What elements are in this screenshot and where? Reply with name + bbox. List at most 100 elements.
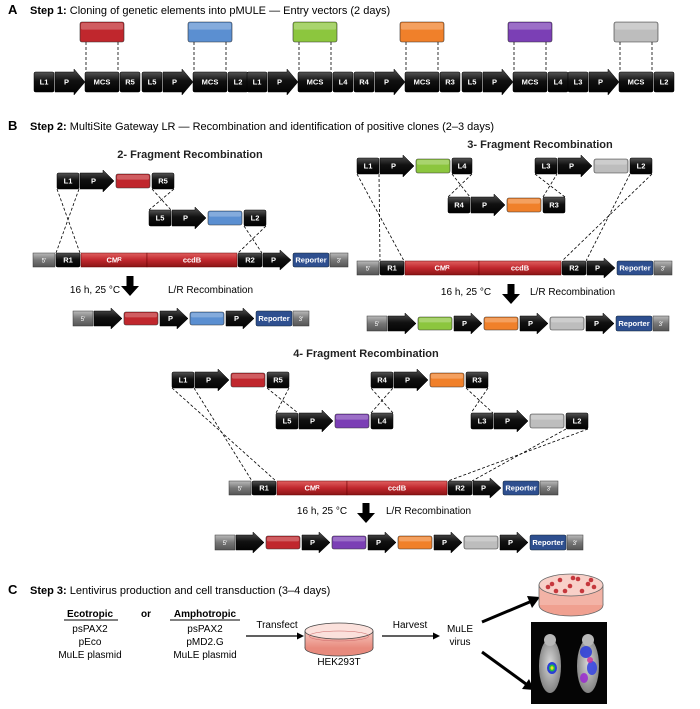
four-e3-1-arrow xyxy=(393,368,429,392)
two-product-0-label: 5′ xyxy=(81,317,86,323)
two-dest-1-label: R1 xyxy=(63,256,73,265)
panel-b-title: Step 2: MultiSite Gateway LR — Recombina… xyxy=(30,121,494,133)
three-dest-2-cassette-label: CMᴿ xyxy=(434,264,450,273)
three-product-6-gene xyxy=(549,316,585,331)
three-product-8-reporter xyxy=(615,315,653,332)
two-recomb: L/R Recombination xyxy=(168,285,253,296)
four-x1b xyxy=(193,387,253,482)
two-product-4-gene-shine xyxy=(191,313,223,318)
four-dest-1-block xyxy=(251,480,277,496)
four-e2-3-block xyxy=(370,412,394,430)
two-product-0-block xyxy=(72,310,94,327)
three-dest-1-block xyxy=(379,260,405,276)
entry-vector-4-3-block xyxy=(439,71,461,93)
four-dest-4-label: R2 xyxy=(455,484,465,493)
four-product-10-reporter-label: Reporter xyxy=(532,538,563,547)
two-product-6-reporter xyxy=(255,310,293,327)
two-product-5-arrow xyxy=(225,307,255,330)
four-e2-0-block xyxy=(275,412,299,430)
four-condition: 16 h, 25 °C xyxy=(297,506,347,517)
four-e3-2-gene-shine xyxy=(431,374,463,379)
three-e1-3-label: L4 xyxy=(458,162,468,171)
three-product-7-arrow xyxy=(585,312,615,335)
two-e1-3-block xyxy=(151,172,175,190)
transduced-cell-9 xyxy=(570,575,576,581)
two-e2-1-label: P xyxy=(183,214,188,223)
four-e4-0-block xyxy=(470,412,494,430)
four-dest-0-label: 5′ xyxy=(238,486,243,492)
four-dest-1-label: R1 xyxy=(259,484,269,493)
entry-vector-4-insert-shine xyxy=(401,23,443,30)
four-dest-6-reporter xyxy=(502,480,540,496)
harvest-arrowhead xyxy=(433,632,440,640)
panel-a: A Step 1: Cloning of genetic elements in… xyxy=(8,2,675,96)
four-e3-0-label: R4 xyxy=(377,376,387,385)
four-e1-2-gene-shine xyxy=(232,374,264,379)
four-e3-3-label: R3 xyxy=(472,376,482,385)
four-e4-1-arrow xyxy=(493,409,529,433)
three-dest-4-block xyxy=(561,260,587,276)
four-down-arrow-head xyxy=(357,513,375,523)
entry-vector-3-0-block xyxy=(246,71,268,93)
entry-vector-5-insert-shine xyxy=(509,23,551,30)
two-e1-1-label: P xyxy=(91,177,96,186)
three-dest-5-arrow xyxy=(586,257,616,279)
two-dest-7-label: 3′ xyxy=(337,258,342,264)
two-product-4-gene xyxy=(189,311,225,326)
eco-item-2: pEco xyxy=(79,637,102,648)
two-e1-3-label: R5 xyxy=(158,177,168,186)
three-product-0-label: 5′ xyxy=(375,322,380,328)
four-e4-2-gene xyxy=(529,413,565,429)
transduced-cell-5 xyxy=(562,588,568,594)
four-e3-1-label: P xyxy=(405,376,410,385)
three-product-1-arrow xyxy=(387,312,417,335)
two-e1-2-gene-shine xyxy=(117,175,149,180)
entry-vector-5-1-arrow xyxy=(482,68,514,96)
panel-b-step: Step 2: xyxy=(30,121,67,133)
four-product-10-reporter xyxy=(529,534,567,551)
transduced-cell-8 xyxy=(553,588,559,594)
four-e1-1-label: P xyxy=(206,376,211,385)
three-e2-0-block xyxy=(447,196,471,214)
four-e2-3-label: L4 xyxy=(378,417,388,426)
four-product-11-label: 3′ xyxy=(573,541,578,547)
entry-vector-4-2-label: MCS xyxy=(414,78,431,87)
two-e2-3-label: L2 xyxy=(251,214,260,223)
four-dest-5-label: P xyxy=(481,484,486,493)
four-e2-2-gene-shine xyxy=(336,415,368,420)
two-dest-5-arrow xyxy=(262,249,292,271)
three-e2-2-gene-shine xyxy=(508,199,540,204)
four-dest-6-reporter-label: Reporter xyxy=(505,484,536,493)
entry-vector-6-1-arrow xyxy=(588,68,620,96)
panel-a-step-text: Cloning of genetic elements into pMULE —… xyxy=(67,5,390,17)
four-e1-0-block xyxy=(171,371,195,389)
hek-dish-icon xyxy=(304,622,374,657)
two-product-2-gene xyxy=(123,311,159,326)
four-e2-1-arrow xyxy=(298,409,334,433)
entry-vector-1-1-label: P xyxy=(64,78,69,87)
entry-vector-4-2-block xyxy=(404,71,440,93)
virus-label-1: MuLE xyxy=(447,624,473,635)
four-x2b xyxy=(275,387,290,414)
entry-vector-3-3-block xyxy=(332,71,354,93)
three-e3-1-arrow xyxy=(557,154,593,178)
three-e1-1-arrow xyxy=(379,154,415,178)
entry-vector-4-0-block xyxy=(353,71,375,93)
entry-vector-4-0-label: R4 xyxy=(359,78,369,87)
four-fragment-title: 4- Fragment Recombination xyxy=(293,348,439,360)
four-dest-4-block xyxy=(447,480,473,496)
entry-vector-3-insert-shine xyxy=(294,23,336,30)
four-product-6-gene xyxy=(397,535,433,550)
three-product-2-gene xyxy=(417,316,453,331)
two-e2-3-block xyxy=(243,209,267,227)
three-e1-1-label: P xyxy=(391,162,396,171)
two-e2-1-arrow xyxy=(171,206,207,230)
amph-item-1: psPAX2 xyxy=(187,624,223,635)
four-product-8-gene-shine xyxy=(465,537,497,542)
entry-vector-6-3-label: L2 xyxy=(660,78,669,87)
three-fragment-title: 3- Fragment Recombination xyxy=(467,139,613,151)
